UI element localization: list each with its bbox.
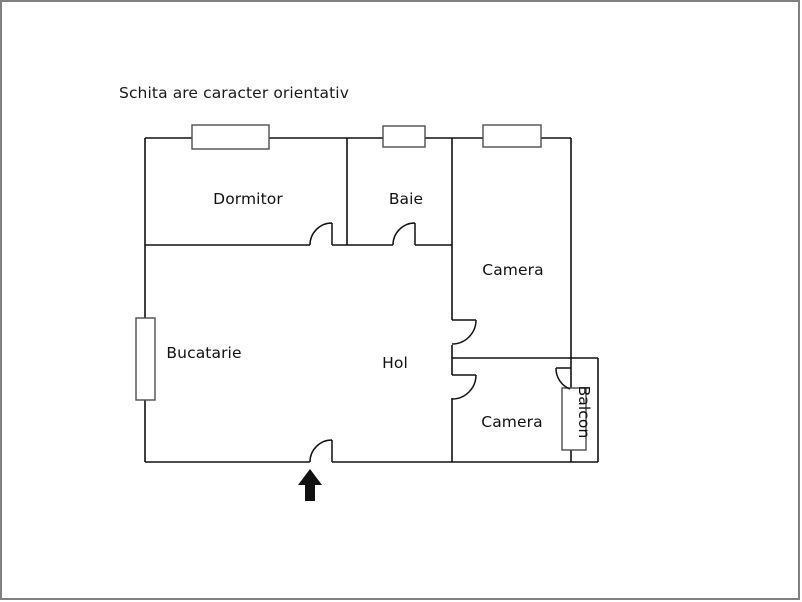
room-label-balcon: Balcon [575, 385, 593, 439]
door-balcon [555, 367, 571, 390]
door-dormitor [309, 222, 333, 246]
room-label-camera-jos: Camera [481, 413, 543, 431]
door-baie [392, 222, 416, 246]
door-intrare [309, 439, 333, 463]
door-camera-sus [451, 319, 477, 345]
window-camera-sus [482, 124, 542, 148]
room-label-hol: Hol [382, 354, 408, 372]
room-label-bucatarie: Bucatarie [166, 344, 242, 362]
window-baie [382, 125, 426, 148]
window-balcon [561, 387, 587, 451]
interior-walls [145, 138, 571, 462]
windows-group [135, 124, 587, 451]
room-label-camera-sus: Camera [482, 261, 544, 279]
window-dormitor [191, 124, 270, 150]
page-title: Schita are caracter orientativ [119, 84, 349, 102]
room-label-dormitor: Dormitor [213, 190, 283, 208]
doors-group [309, 222, 571, 463]
entrance-arrow [298, 469, 322, 501]
room-label-baie: Baie [388, 190, 424, 208]
door-camera-jos [451, 374, 477, 400]
window-bucatarie [135, 317, 156, 401]
